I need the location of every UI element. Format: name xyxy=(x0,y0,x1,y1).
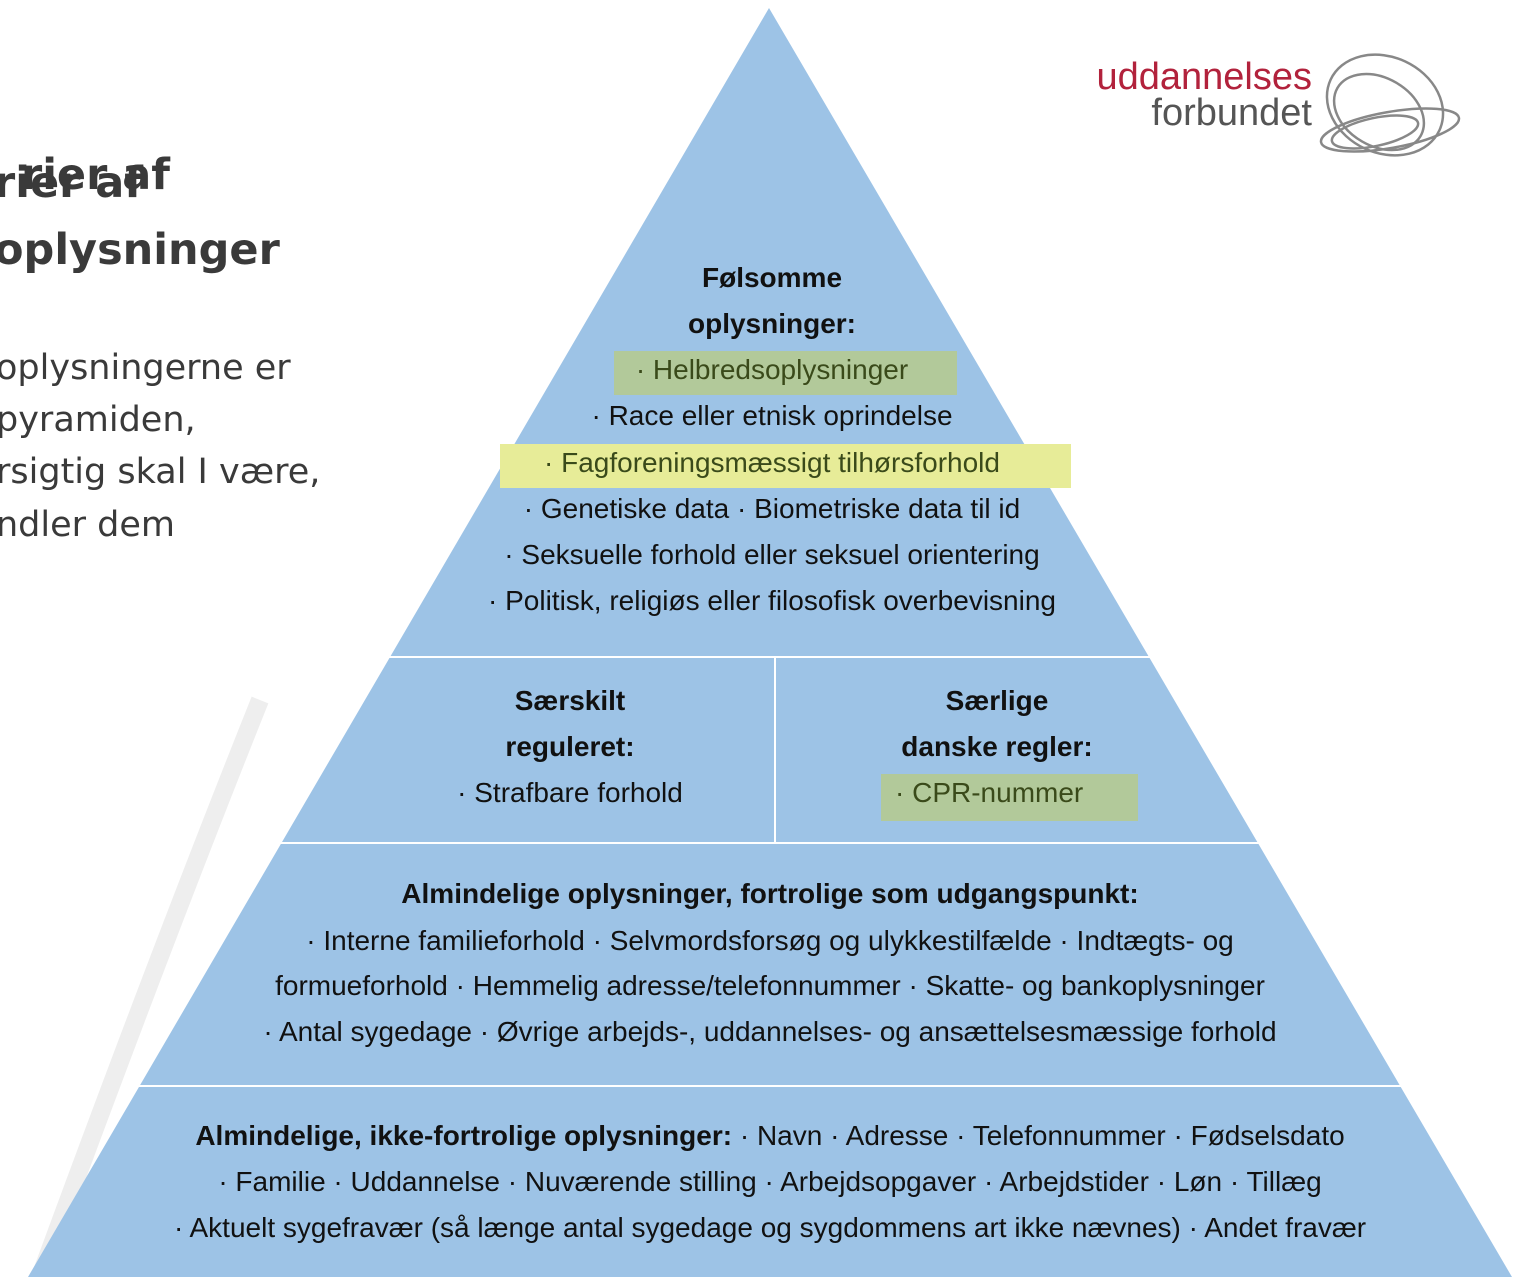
tier4-heading: Almindelige, ikke-fortrolige oplysninger… xyxy=(195,1120,733,1151)
tier2-left-heading-2: reguleret: xyxy=(505,731,635,762)
tier2-left-heading-1: Særskilt xyxy=(514,685,626,716)
tier4-line-2: · Familie · Uddannelse · Nuværende still… xyxy=(218,1166,1322,1197)
slide-body-line-4: ndler dem xyxy=(0,505,176,545)
slide-text-area: rier af xyxy=(0,0,520,1277)
highlight-fagforening xyxy=(500,444,1071,488)
highlight-helbred xyxy=(614,351,957,395)
tier1-item-race: · Race eller etnisk oprindelse xyxy=(591,400,953,431)
logo-line-1: uddannelses xyxy=(1096,56,1312,98)
tier3-heading: Almindelige oplysninger, fortrolige som … xyxy=(401,878,1139,909)
tier2-left-item: · Strafbare forhold xyxy=(457,777,683,808)
highlight-cpr xyxy=(881,774,1138,821)
slide-title-line-2: oplysninger xyxy=(0,225,280,275)
tier3-line-2: formueforhold · Hemmelig adresse/telefon… xyxy=(275,970,1265,1001)
tier1-item-helbred: · Helbredsoplysninger xyxy=(635,354,909,385)
logo-emblem xyxy=(1319,53,1461,157)
tier4-line-1: Almindelige, ikke-fortrolige oplysninger… xyxy=(70,1120,1470,1152)
tier4-line-3: · Aktuelt sygefravær (så længe antal syg… xyxy=(173,1212,1367,1243)
tier2-right-item: · CPR-nummer xyxy=(895,777,1084,808)
tier1-item-seksuelle: · Seksuelle forhold eller seksuel orient… xyxy=(504,539,1040,570)
title-line-1: rier af xyxy=(20,150,170,200)
slide-body-line-3: rsigtig skal I være, xyxy=(0,452,321,492)
tier1-heading-2: oplysninger: xyxy=(687,308,856,339)
logo: uddannelses forbundet xyxy=(1060,50,1480,160)
tier4-line1-rest: · Navn · Adresse · Telefonnummer · Fødse… xyxy=(732,1120,1345,1151)
pyramid-body xyxy=(28,8,1512,1277)
tier3-line-1: · Interne familieforhold · Selvmordsfors… xyxy=(306,925,1234,956)
slide-body-line-1: oplysningerne er xyxy=(0,348,291,388)
tier3-line-3: · Antal sygedage · Øvrige arbejds-, udda… xyxy=(263,1016,1277,1047)
tier1-heading-1: Følsomme xyxy=(701,262,843,293)
tier2-right-heading-1: Særlige xyxy=(945,685,1049,716)
tier1-item-genetiske: · Genetiske data · Biometriske data til … xyxy=(523,493,1021,524)
logo-line-2: forbundet xyxy=(1151,92,1312,134)
tier2-right-heading-2: danske regler: xyxy=(901,731,1093,762)
tier1-item-fagforening: · Fagforeningsmæssigt tilhørsforhold xyxy=(544,447,1000,478)
slide-body-line-2: pyramiden, xyxy=(0,400,196,440)
tier1-item-politisk: · Politisk, religiøs eller filosofisk ov… xyxy=(488,585,1056,616)
slide-title-line-1: rier af xyxy=(0,158,144,208)
